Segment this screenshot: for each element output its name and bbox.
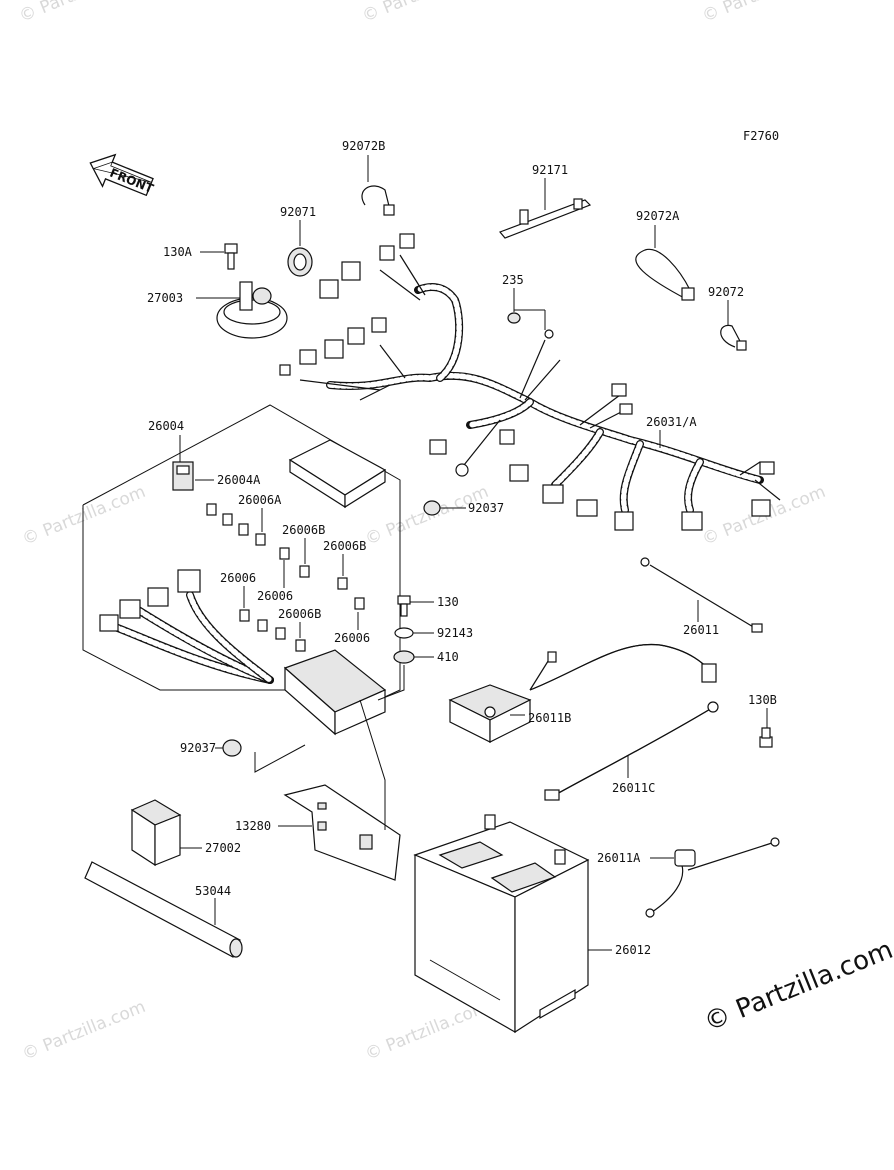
label-92071: 92071 <box>280 205 316 219</box>
label-27003: 27003 <box>147 291 183 305</box>
fuse-box-group-outline <box>82 404 401 701</box>
battery-26012-icon <box>413 814 590 1034</box>
grommet-410-icon <box>393 650 415 664</box>
washer-92143-icon <box>394 627 414 639</box>
watermark-text: © Partzilla.com <box>359 0 488 27</box>
cable-26011c-icon <box>544 701 719 801</box>
label-26011c: 26011C <box>612 781 655 795</box>
watermark-text: © Partzilla.com <box>362 482 491 550</box>
label-26011b: 26011B <box>528 711 571 725</box>
lead-26011a-icon <box>645 837 780 918</box>
label-26011a: 26011A <box>597 851 641 865</box>
label-26004a: 26004A <box>217 473 261 487</box>
label-26006-2: 26006 <box>257 589 293 603</box>
grommet-92071-icon <box>287 247 313 277</box>
label-26031a: 26031/A <box>646 415 697 429</box>
label-235: 235 <box>502 273 524 287</box>
leader-line <box>359 699 386 830</box>
label-410: 410 <box>437 650 459 664</box>
label-13280: 13280 <box>235 819 271 833</box>
label-27002: 27002 <box>205 841 241 855</box>
bolt-130b-icon <box>759 727 773 748</box>
front-arrow-icon: FRONT <box>89 153 156 197</box>
watermark-text: © Partzilla.com <box>699 0 828 27</box>
relay-27002-icon <box>130 799 182 867</box>
leader-line <box>377 665 405 701</box>
label-92171: 92171 <box>532 163 568 177</box>
cable-26011b-icon <box>448 643 717 743</box>
label-92037-1: 92037 <box>468 501 504 515</box>
bolt-130-icon <box>397 595 411 617</box>
label-26012: 26012 <box>615 943 651 957</box>
band-92072a-icon <box>635 248 695 301</box>
relay-26004a-icon <box>172 461 194 491</box>
bracket-92171-icon <box>498 198 592 239</box>
bolt-130a-icon <box>224 243 238 270</box>
label-92143: 92143 <box>437 626 473 640</box>
label-26006-3: 26006 <box>334 631 370 645</box>
fuse-box-cover-icon <box>288 439 387 509</box>
label-26006b-1: 26006B <box>282 523 325 537</box>
fuse-set-icon <box>206 503 365 652</box>
label-26006b-2: 26006B <box>323 539 366 553</box>
fuse-block-sub-harness-icon <box>99 569 387 736</box>
bracket-13280-icon <box>283 784 401 881</box>
label-26006-1: 26006 <box>220 571 256 585</box>
label-92037-2: 92037 <box>180 741 216 755</box>
clip-92037-upper-icon <box>423 500 441 516</box>
lead-26011-icon <box>640 557 763 633</box>
screw-235-icon <box>507 312 554 339</box>
label-26006a: 26006A <box>238 493 282 507</box>
label-92072: 92072 <box>708 285 744 299</box>
clamp-92072-icon <box>720 324 747 351</box>
tube-53044-icon <box>84 861 243 958</box>
leader-line <box>254 744 306 773</box>
label-92072b: 92072B <box>342 139 385 153</box>
watermark-text: © Partzilla.com <box>16 0 145 27</box>
clamp-92072b-icon <box>361 185 395 216</box>
watermark-text: © Partzilla.com <box>19 482 148 550</box>
label-53044: 53044 <box>195 884 231 898</box>
label-92072a: 92072A <box>636 209 680 223</box>
label-26006b-3: 26006B <box>278 607 321 621</box>
diagram-code: F2760 <box>743 129 779 143</box>
watermark-text: © Partzilla.com <box>19 997 148 1065</box>
horn-27003-icon <box>216 281 288 339</box>
label-26011: 26011 <box>683 623 719 637</box>
clip-92037-lower-icon <box>222 739 242 757</box>
label-130a: 130A <box>163 245 193 259</box>
label-130: 130 <box>437 595 459 609</box>
label-130b: 130B <box>748 693 777 707</box>
main-wiring-harness-icon <box>279 233 781 531</box>
label-26004: 26004 <box>148 419 184 433</box>
